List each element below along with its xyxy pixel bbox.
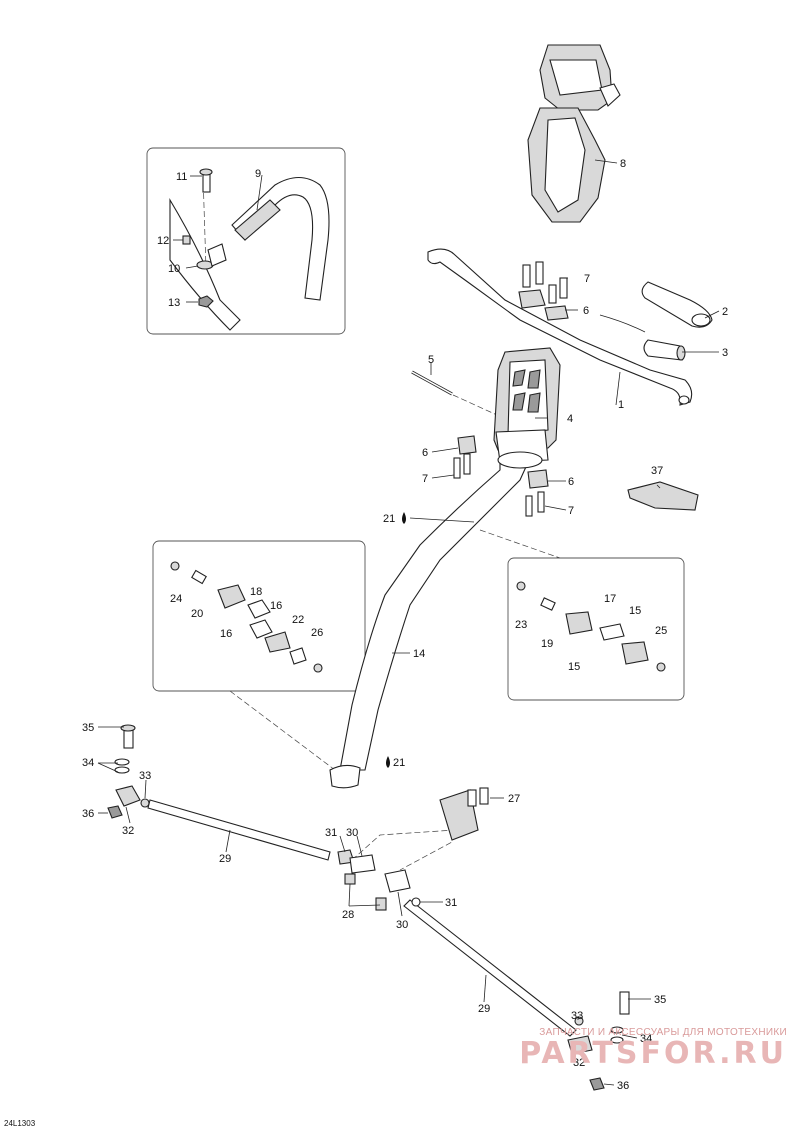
callout-1: 1 bbox=[618, 399, 624, 411]
callout-35: 35 bbox=[654, 994, 666, 1006]
upper-clamps-bolts bbox=[518, 261, 569, 321]
callout-27: 27 bbox=[508, 793, 520, 805]
right-tie-rod-end-hardware bbox=[567, 991, 630, 1091]
callout-17: 17 bbox=[604, 593, 616, 605]
callout-35: 35 bbox=[82, 722, 94, 734]
callout-31: 31 bbox=[325, 827, 337, 839]
diagram-reference-code: 24L1303 bbox=[4, 1119, 36, 1128]
left-clamp-assembly bbox=[170, 561, 323, 673]
callout-7: 7 bbox=[584, 273, 590, 285]
callout-32: 32 bbox=[573, 1057, 585, 1069]
callout-22: 22 bbox=[292, 614, 304, 626]
callout-13: 13 bbox=[168, 297, 180, 309]
handlebar-cover-part bbox=[527, 44, 621, 223]
callout-10: 10 bbox=[168, 263, 180, 275]
callout-33: 33 bbox=[139, 770, 151, 782]
callout-5: 5 bbox=[428, 354, 434, 366]
callout-37: 37 bbox=[651, 465, 663, 477]
riser-block-part bbox=[493, 347, 561, 463]
steering-column-part bbox=[329, 451, 543, 789]
callout-7: 7 bbox=[422, 473, 428, 485]
callout-26: 26 bbox=[311, 627, 323, 639]
callout-34: 34 bbox=[640, 1033, 652, 1045]
bracket-plate-part bbox=[627, 481, 699, 511]
callout-30: 30 bbox=[396, 919, 408, 931]
tie-rods-parts bbox=[147, 799, 577, 1037]
callout-19: 19 bbox=[541, 638, 553, 650]
accessory-bar-part bbox=[169, 176, 330, 331]
callout-36: 36 bbox=[617, 1080, 629, 1092]
callout-16: 16 bbox=[220, 628, 232, 640]
lubricant-drop-icon bbox=[386, 756, 390, 768]
callout-36: 36 bbox=[82, 808, 94, 820]
callout-33: 33 bbox=[571, 1010, 583, 1022]
inset-box-left-clamp bbox=[152, 540, 366, 692]
center-hardware bbox=[337, 787, 489, 911]
callout-34: 34 bbox=[82, 757, 94, 769]
callout-28: 28 bbox=[342, 909, 354, 921]
inset-hardware bbox=[182, 168, 227, 308]
watermark-brand: PARTSFOR.RU bbox=[519, 1036, 787, 1071]
callout-31: 31 bbox=[445, 897, 457, 909]
left-tie-rod-end-hardware bbox=[107, 724, 150, 819]
callout-2: 2 bbox=[722, 306, 728, 318]
callout-24: 24 bbox=[170, 593, 182, 605]
watermark-tagline: ЗАПЧАСТИ И АКСЕССУАРЫ ДЛЯ МОТОТЕХНИКИ bbox=[539, 1027, 787, 1038]
grips-parts bbox=[599, 281, 713, 361]
callout-7: 7 bbox=[568, 505, 574, 517]
dashed-reference-lines bbox=[202, 174, 561, 871]
pin-part bbox=[411, 370, 453, 396]
callout-15: 15 bbox=[629, 605, 641, 617]
callout-6: 6 bbox=[583, 305, 589, 317]
callout-21: 21 bbox=[383, 513, 395, 525]
callout-25: 25 bbox=[655, 625, 667, 637]
lubricant-drop-icon bbox=[402, 512, 406, 524]
handlebar-part bbox=[427, 248, 693, 406]
leader-lines bbox=[97, 159, 720, 1086]
callout-18: 18 bbox=[250, 586, 262, 598]
callout-29: 29 bbox=[478, 1003, 490, 1015]
callout-15: 15 bbox=[568, 661, 580, 673]
callout-23: 23 bbox=[515, 619, 527, 631]
inset-box-handlebar-accessory bbox=[146, 147, 346, 335]
callout-29: 29 bbox=[219, 853, 231, 865]
lower-clamps-bolts bbox=[453, 435, 549, 517]
watermark: ЗАПЧАСТИ И АКСЕССУАРЫ ДЛЯ МОТОТЕХНИКИ PA… bbox=[487, 1027, 787, 1071]
callout-6: 6 bbox=[422, 447, 428, 459]
callout-14: 14 bbox=[413, 648, 425, 660]
callout-6: 6 bbox=[568, 476, 574, 488]
callout-4: 4 bbox=[567, 413, 573, 425]
callout-12: 12 bbox=[157, 235, 169, 247]
callout-8: 8 bbox=[620, 158, 626, 170]
callout-21: 21 bbox=[393, 757, 405, 769]
inset-box-right-clamp bbox=[507, 557, 685, 701]
right-clamp-assembly bbox=[516, 581, 666, 672]
callout-9: 9 bbox=[255, 168, 261, 180]
callout-11: 11 bbox=[176, 171, 187, 183]
callout-32: 32 bbox=[122, 825, 134, 837]
callout-3: 3 bbox=[722, 347, 728, 359]
callout-30: 30 bbox=[346, 827, 358, 839]
callout-labels: 11 9 12 10 13 8 7 2 6 3 5 1 4 6 37 7 6 7… bbox=[82, 158, 728, 1092]
callout-20: 20 bbox=[191, 608, 203, 620]
callout-16: 16 bbox=[270, 600, 282, 612]
